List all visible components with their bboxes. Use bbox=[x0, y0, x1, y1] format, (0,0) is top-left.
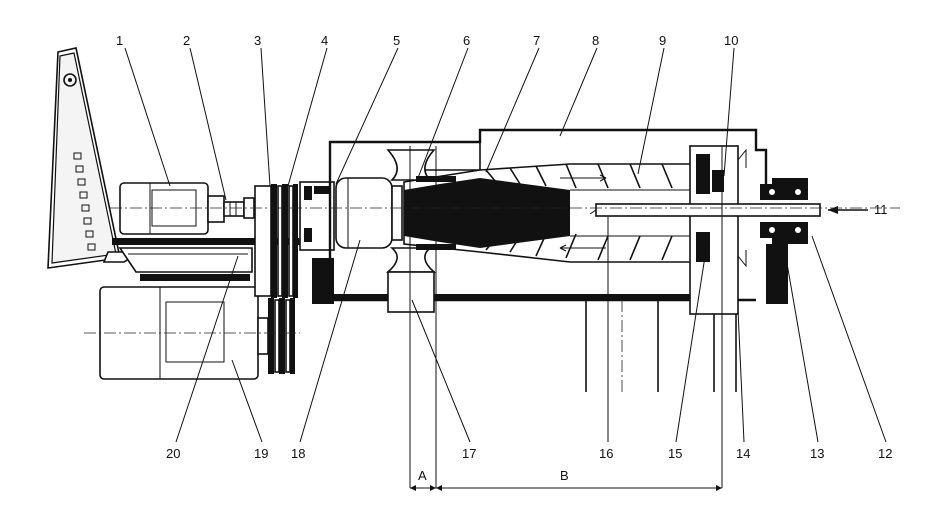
feed-tube bbox=[589, 203, 868, 217]
callout-20: 20 bbox=[166, 446, 180, 461]
gearbox bbox=[335, 177, 403, 249]
callout-13: 13 bbox=[810, 446, 824, 461]
callout-17: 17 bbox=[462, 446, 476, 461]
callout-10: 10 bbox=[724, 33, 738, 48]
callout-5: 5 bbox=[393, 33, 400, 48]
support-legs bbox=[585, 300, 737, 392]
callout-1: 1 bbox=[116, 33, 123, 48]
callout-3: 3 bbox=[254, 33, 261, 48]
callout-11: 11 bbox=[874, 202, 888, 217]
control-panel bbox=[47, 47, 143, 269]
callouts-top: 1 2 3 4 5 6 7 8 9 10 bbox=[116, 33, 738, 48]
callout-12: 12 bbox=[878, 446, 892, 461]
panel-buttons bbox=[73, 152, 96, 251]
callout-16: 16 bbox=[599, 446, 613, 461]
liquid-discharge-housing bbox=[689, 145, 747, 315]
end-bearing bbox=[760, 178, 808, 304]
callouts-bottom: 20 19 18 17 16 15 14 13 12 bbox=[166, 446, 892, 461]
callout-6: 6 bbox=[463, 33, 470, 48]
centerlines bbox=[84, 146, 900, 488]
solids-discharge bbox=[385, 149, 437, 313]
bowl bbox=[403, 163, 721, 263]
callout-9: 9 bbox=[659, 33, 666, 48]
dimension-lines: A B bbox=[410, 468, 722, 491]
callout-7: 7 bbox=[533, 33, 540, 48]
callout-15: 15 bbox=[668, 446, 682, 461]
pulley-stack-lower bbox=[268, 298, 295, 374]
main-motor bbox=[119, 182, 255, 235]
base-frame bbox=[112, 238, 324, 281]
main-bearing-housing bbox=[299, 181, 335, 304]
dimension-a-label: A bbox=[418, 468, 427, 483]
pulley-stack-upper bbox=[254, 184, 298, 298]
callout-4: 4 bbox=[321, 33, 328, 48]
callout-14: 14 bbox=[736, 446, 750, 461]
callout-19: 19 bbox=[254, 446, 268, 461]
leader-lines bbox=[124, 47, 887, 443]
callout-2: 2 bbox=[183, 33, 190, 48]
dimension-b-label: B bbox=[560, 468, 569, 483]
callout-8: 8 bbox=[592, 33, 599, 48]
callout-18: 18 bbox=[291, 446, 305, 461]
